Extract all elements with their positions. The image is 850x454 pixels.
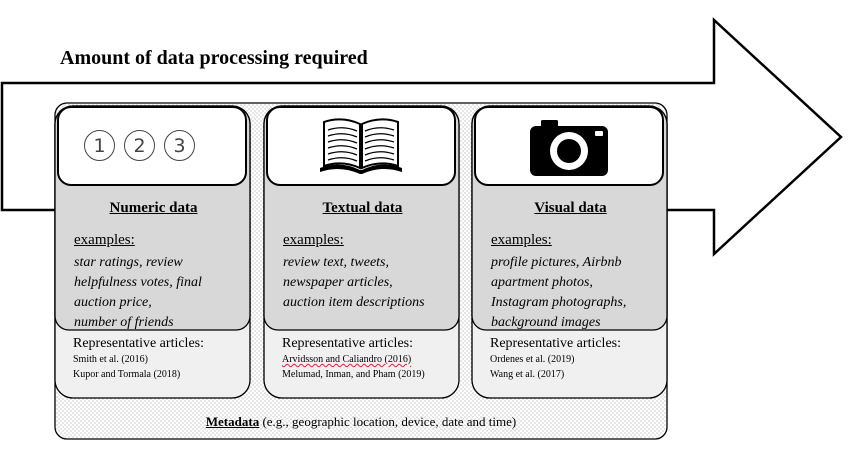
representative-articles-label: Representative articles:	[490, 336, 621, 351]
diagram-title: Amount of data processing required	[60, 47, 368, 69]
examples-label: examples:	[491, 232, 552, 248]
card-heading: Numeric data	[109, 200, 198, 216]
article-citation: Smith et al. (2016)	[73, 354, 148, 365]
metadata-examples: (e.g., geographic location, device, date…	[259, 414, 517, 429]
card-heading: Textual data	[322, 200, 403, 216]
card-textual-data: Textual data examples: review text, twee…	[265, 104, 460, 396]
example-line: auction item descriptions	[283, 295, 425, 310]
example-line: newspaper articles,	[283, 275, 393, 290]
metadata-caption: Metadata (e.g., geographic location, dev…	[55, 414, 667, 430]
number-three-icon: 3	[164, 130, 195, 161]
example-line: star ratings, review	[74, 255, 183, 270]
examples-label: examples:	[74, 232, 135, 248]
example-line: auction price,	[74, 295, 152, 310]
article-citation: Arvidsson and Caliandro (2016)	[282, 354, 412, 365]
example-line: number of friends	[74, 315, 174, 330]
card-visual-data: Visual data examples: profile pictures, …	[473, 104, 668, 396]
camera-icon-box	[474, 106, 664, 186]
examples-label: examples:	[283, 232, 344, 248]
metadata-label: Metadata	[205, 414, 260, 429]
number-circles-icon: 1 2 3	[57, 106, 247, 186]
article-citation: Kupor and Tormala (2018)	[73, 369, 181, 380]
card-heading: Visual data	[534, 200, 607, 216]
number-two-icon: 2	[124, 130, 155, 161]
representative-articles-label: Representative articles:	[282, 336, 413, 351]
article-citation: Wang et al. (2017)	[490, 369, 565, 380]
example-line: background images	[491, 315, 601, 330]
examples-list: profile pictures, Airbnb apartment photo…	[491, 253, 666, 333]
example-line: review text, tweets,	[283, 255, 389, 270]
article-citation: Melumad, Inman, and Pham (2019)	[282, 369, 425, 380]
article-citation: Ordenes et al. (2019)	[490, 354, 575, 365]
camera-icon	[530, 120, 608, 176]
example-line: Instagram photographs,	[491, 295, 627, 310]
open-book-icon	[320, 118, 402, 174]
examples-list: star ratings, review helpfulness votes, …	[74, 253, 249, 333]
number-one-icon: 1	[84, 130, 115, 161]
card-numeric-data: 1 2 3 Numeric data examples: star rating…	[56, 104, 251, 396]
example-line: profile pictures, Airbnb	[491, 255, 622, 270]
examples-list: review text, tweets, newspaper articles,…	[283, 253, 458, 313]
example-line: helpfulness votes, final	[74, 275, 202, 290]
open-book-icon-box	[266, 106, 456, 186]
representative-articles-label: Representative articles:	[73, 336, 204, 351]
example-line: apartment photos,	[491, 275, 593, 290]
